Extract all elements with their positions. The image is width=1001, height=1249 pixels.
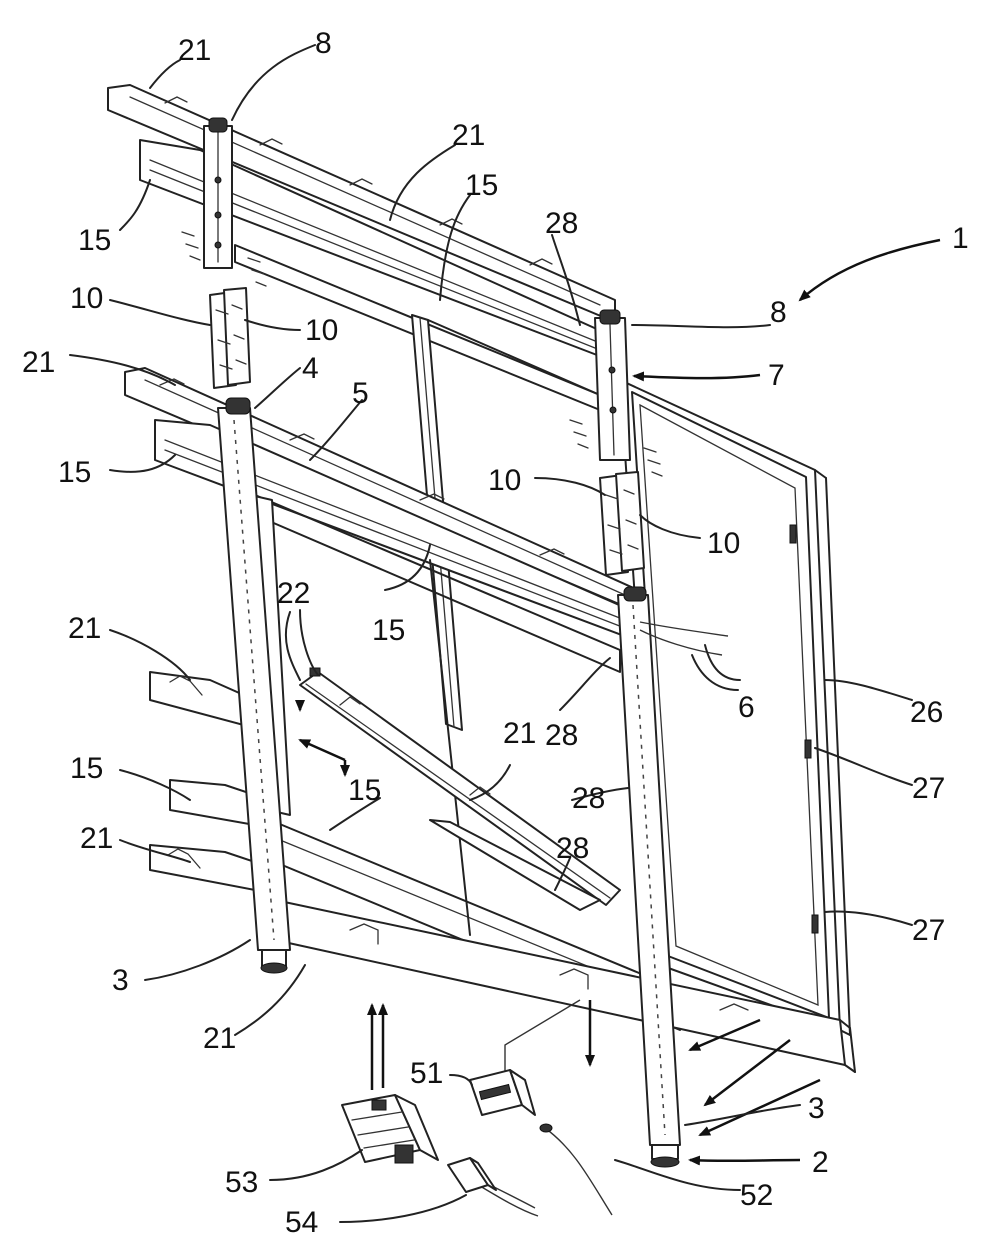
label-10: 10 [305,314,338,347]
label-21: 21 [80,822,113,855]
label-21: 21 [203,1022,236,1055]
label-10: 10 [488,464,521,497]
label-6: 6 [738,691,755,724]
label-2: 2 [812,1146,829,1179]
component-54 [447,1157,497,1193]
diagonal-spacer [299,667,621,911]
upper-bracket-right [569,309,663,576]
label-28: 28 [572,782,605,815]
label-8: 8 [315,27,332,60]
label-28: 28 [545,719,578,752]
label-51: 51 [410,1057,443,1090]
label-10: 10 [70,282,103,315]
label-15: 15 [348,774,381,807]
label-8: 8 [770,296,787,329]
upper-bracket-left [181,117,267,389]
label-53: 53 [225,1166,258,1199]
label-28: 28 [545,207,578,240]
label-54: 54 [285,1206,318,1239]
label-26: 26 [910,696,943,729]
component-53 [341,1094,439,1164]
label-15: 15 [372,614,405,647]
label-5: 5 [352,377,369,410]
label-7: 7 [768,359,785,392]
label-10: 10 [707,527,740,560]
label-22: 22 [277,577,310,610]
label-3: 3 [808,1092,825,1125]
label-21: 21 [68,612,101,645]
label-15: 15 [58,456,91,489]
reference-numerals: 21 8 21 15 15 28 1 10 8 10 7 21 4 5 15 1… [22,27,969,1239]
label-21: 21 [452,119,485,152]
lower-bracket-left [217,397,291,974]
label-27: 27 [912,914,945,947]
label-21: 21 [503,717,536,750]
label-1: 1 [952,222,969,255]
label-3: 3 [112,964,129,997]
leader-lines [69,44,941,1223]
label-4: 4 [302,352,319,385]
label-15: 15 [78,224,111,257]
label-52: 52 [740,1179,773,1212]
label-27: 27 [912,772,945,805]
lower-wall-plate [124,367,856,1073]
label-21: 21 [22,346,55,379]
label-15: 15 [70,752,103,785]
direction-arrows [295,700,821,1137]
component-51 [469,1069,553,1133]
lower-bracket-right [617,586,681,1168]
label-15: 15 [465,169,498,202]
label-21: 21 [178,34,211,67]
label-28: 28 [556,832,589,865]
